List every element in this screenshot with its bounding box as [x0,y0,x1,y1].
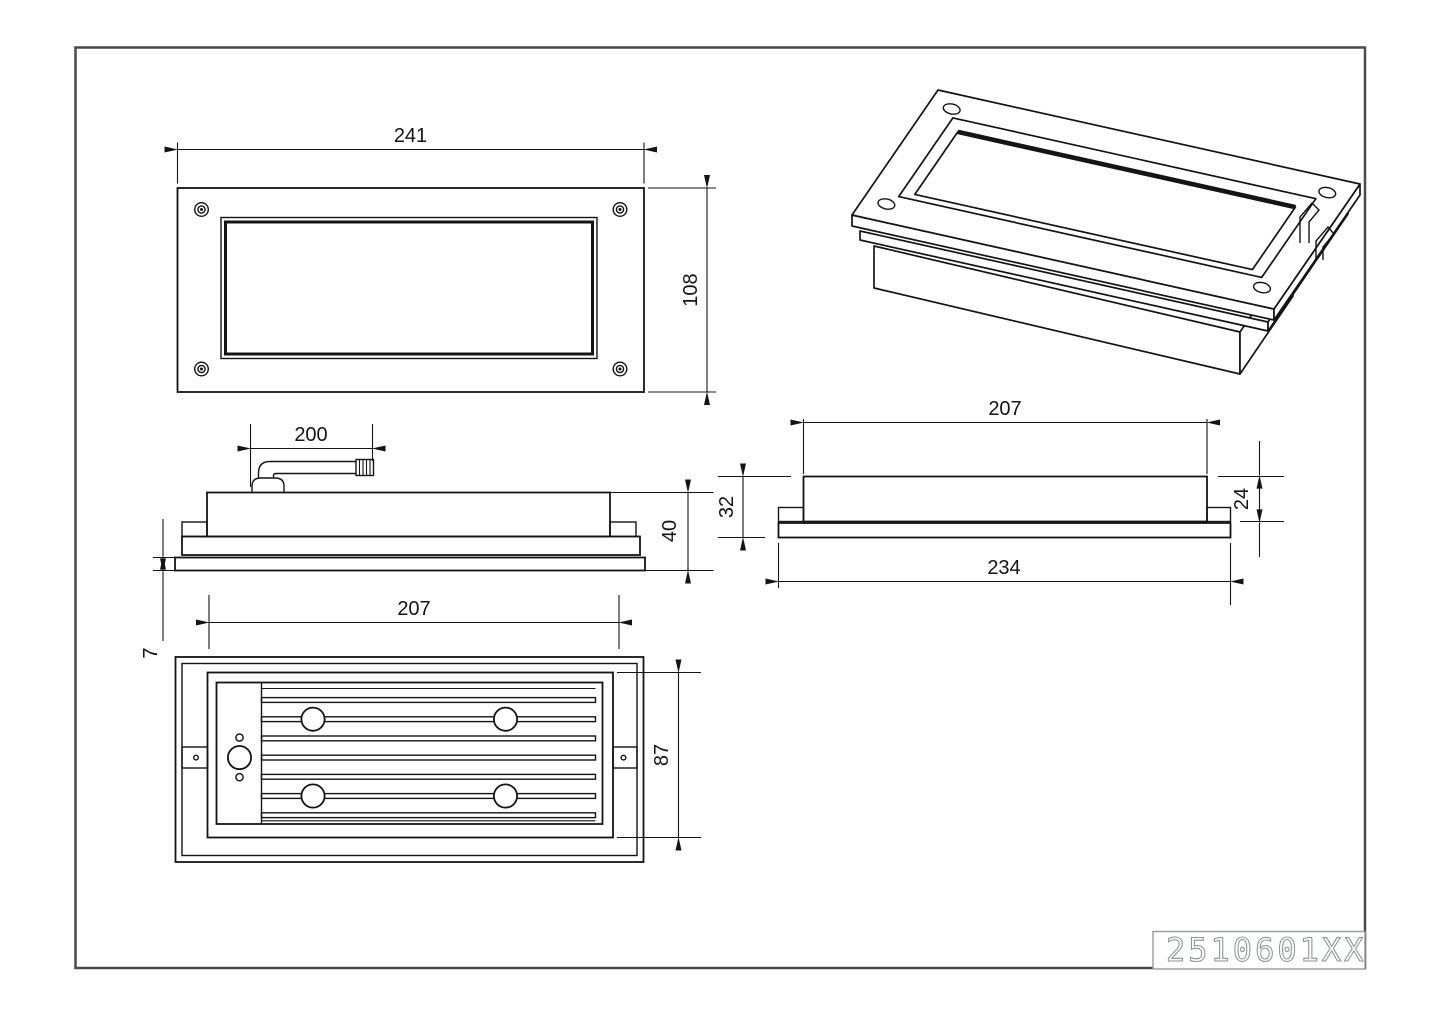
fixing-hole [235,733,244,742]
dim-label-end-height-to-flange: 24 [1231,488,1253,510]
dim-end-flange-width: 234 [765,543,1244,605]
screw-hole [1318,186,1337,199]
vent-slot [260,735,597,742]
mounting-clip [1299,201,1320,243]
dim-end-height-overall: 32 [716,463,791,551]
screw-hole [193,201,209,217]
end-left-tab [777,506,805,523]
dim-label-end-flange-width: 234 [987,557,1020,579]
dim-cable-length: 200 [237,424,386,487]
tab-hole [192,754,199,761]
screw-hole [942,103,961,115]
mounting-clip [1315,225,1335,260]
back-view: 87 [174,656,701,863]
fixing-hole [235,772,244,782]
screw-boss [300,783,326,809]
back-outer-frame [174,656,645,863]
cable-end-connector [355,458,375,477]
side-body [206,491,611,538]
dim-end-height-to-flange: 24 [1218,441,1284,557]
vent-slots [260,696,597,819]
iso-window-shadow-edge [957,129,1296,210]
dim-label-frame-thickness: 7 [140,647,162,658]
dim-label-end-height-overall: 32 [716,496,738,518]
part-number-box [1152,930,1366,970]
cable-gland [251,477,285,492]
back-plate [215,681,604,825]
vent-slot [260,716,597,723]
dim-label-side-height: 40 [659,520,681,542]
cable-inner-edge [272,472,356,478]
cable-entry-hole [226,745,252,771]
screw-hole [612,361,628,377]
dim-end-body-width: 207 [790,398,1220,474]
screw-boss [492,706,518,732]
dim-label-cable-length: 200 [294,424,327,446]
part-number: 2510601XX [1166,931,1366,969]
back-left-tab [181,746,209,769]
screw-boss [492,783,518,809]
front-outer-frame [176,187,645,393]
side-front-frame [174,556,646,572]
screw-hole [193,361,209,377]
front-window-outer [220,216,598,360]
side-right-tab [609,521,637,538]
dim-back-width: 207 [196,595,632,649]
vent-slot [260,754,597,761]
sheet-border [74,46,1367,970]
screw-boss [300,706,326,732]
dim-label-back-height: 87 [651,744,673,766]
end-right-tab [1206,506,1232,523]
cable-outer-edge [257,460,356,478]
vent-slot [260,773,597,780]
dim-front-width: 241 [164,125,657,184]
side-view: 200 40 7 207 [140,424,714,659]
dim-frame-thickness: 7 [140,519,175,659]
iso-view [851,89,1361,375]
end-view: 207 32 24 234 [716,398,1284,605]
front-window-inner [224,220,594,356]
dim-label-end-body-width: 207 [988,398,1021,420]
vent-slot [260,792,597,800]
screw-hole [612,201,628,217]
dim-side-height: 40 [610,479,714,584]
dim-label-back-width: 207 [397,598,430,620]
side-back-plate [181,535,641,556]
dim-label-front-width: 241 [394,125,427,147]
vent-slot [260,812,597,819]
side-left-tab [181,521,208,538]
vent-slot [260,696,597,704]
title-block: 2510601XX [1152,930,1366,970]
back-right-tab [612,746,638,769]
screw-hole [877,198,896,210]
screw-hole [1252,281,1272,294]
end-flange [777,522,1232,539]
dim-front-height: 108 [648,175,716,405]
tab-hole [620,754,627,761]
dim-label-front-height: 108 [680,273,702,306]
end-body [802,475,1208,523]
front-view: 241 108 [164,125,716,405]
dim-back-height: 87 [617,659,701,851]
